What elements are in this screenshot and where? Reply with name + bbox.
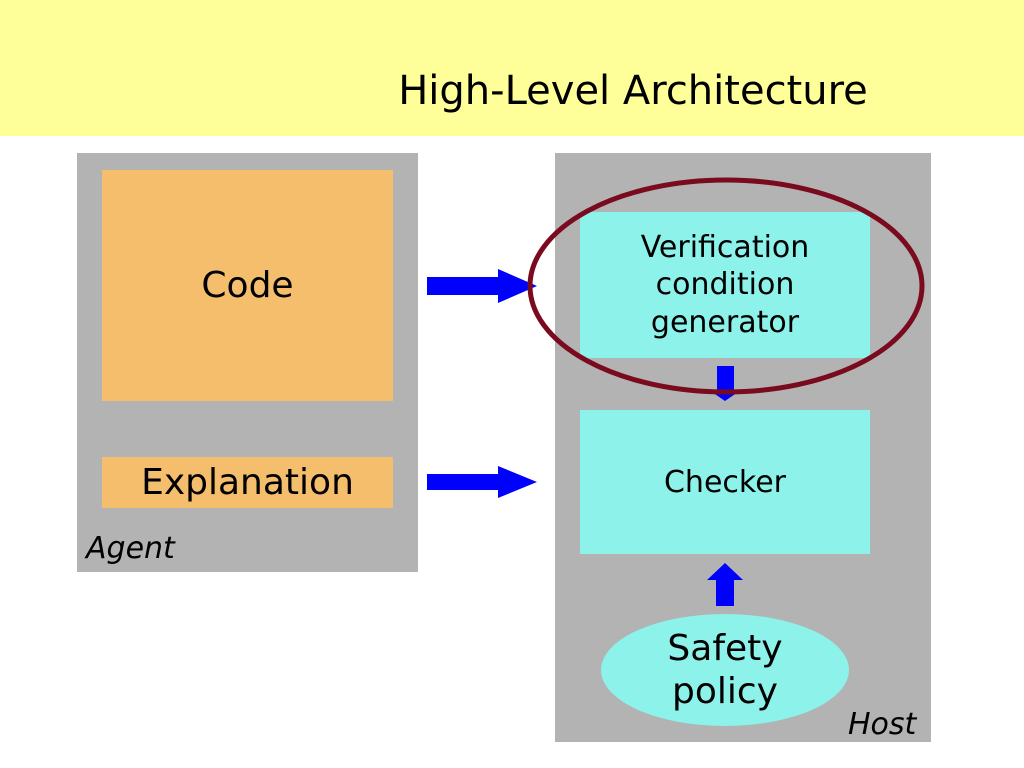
host-label: Host [848, 707, 917, 742]
code-label: Code [201, 265, 294, 306]
slide-title: High-Level Architecture [398, 68, 868, 114]
verification-condition-generator-label: Verification condition generator [640, 229, 810, 340]
highlight-ellipse [527, 177, 925, 395]
arrow-code-to-vcg [427, 269, 537, 303]
checker-box: Checker [580, 410, 870, 554]
checker-label: Checker [663, 464, 786, 500]
safety-policy-label: Safety policy [667, 627, 783, 712]
arrow-explanation-to-checker [427, 466, 537, 498]
arrow-policy-to-checker [707, 563, 743, 606]
verification-condition-generator-box: Verification condition generator [580, 212, 870, 358]
explanation-label: Explanation [141, 462, 354, 503]
title-bar [0, 0, 1024, 136]
explanation-box: Explanation [102, 457, 393, 508]
code-box: Code [102, 170, 393, 401]
arrow-vcg-to-checker [709, 366, 741, 401]
safety-policy-ellipse: Safety policy [601, 614, 849, 726]
agent-label: Agent [86, 531, 175, 566]
